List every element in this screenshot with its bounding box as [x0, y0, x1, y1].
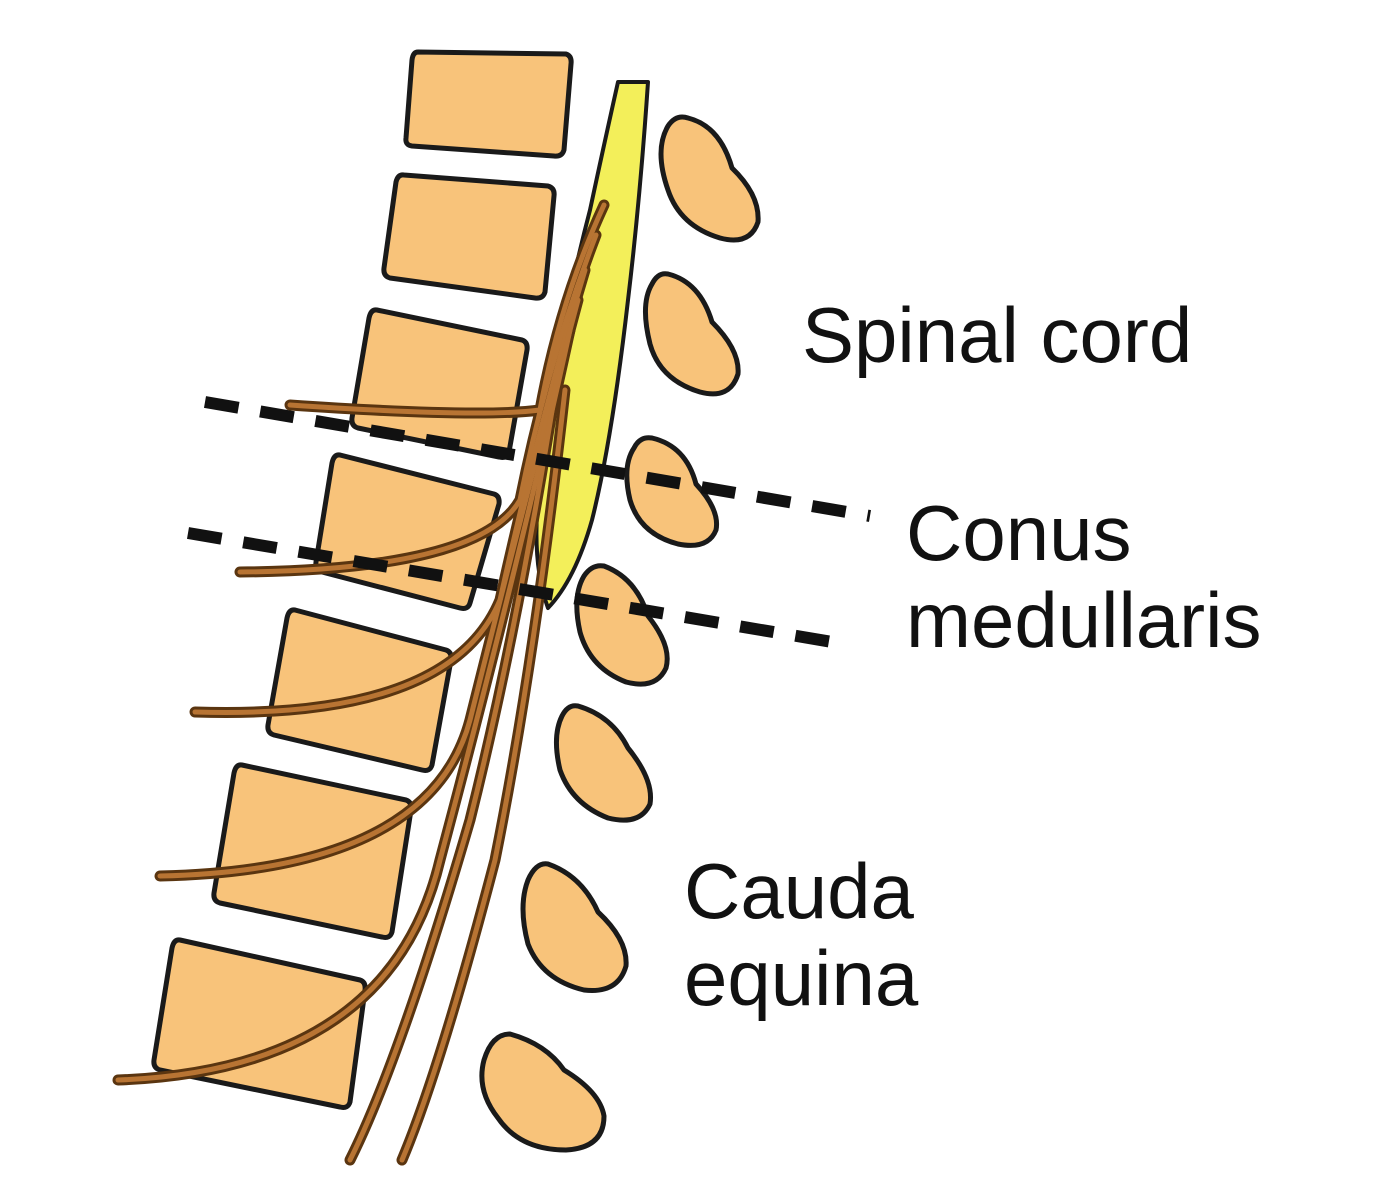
spinal-cord-label: Spinal cord	[802, 291, 1193, 379]
conus-medullaris-label: Conus medullaris	[906, 489, 1262, 665]
conus-label-line2: medullaris	[906, 576, 1262, 665]
vertebral-body-1	[403, 49, 574, 159]
upper-dashed-line	[203, 396, 872, 522]
nerve-roots	[112, 199, 610, 1166]
cauda-equina-label: Cauda equina	[684, 847, 919, 1023]
conus-marker-lines	[186, 396, 872, 651]
vertebral-body-2	[381, 172, 557, 301]
spinous-process-1	[658, 114, 761, 243]
cauda-label-line2: equina	[684, 934, 919, 1023]
spinal-cord	[534, 80, 650, 610]
spinous-process-7	[479, 1031, 607, 1153]
spinous-process-4	[574, 563, 670, 687]
spinous-process-2	[643, 271, 741, 397]
spinous-process-3	[624, 435, 720, 548]
spinal-cord-label-text: Spinal cord	[802, 291, 1193, 379]
spinous-processes	[479, 114, 761, 1153]
cauda-label-line1: Cauda	[684, 847, 914, 935]
spinous-process-5	[554, 703, 654, 823]
vertebral-body-5	[265, 607, 454, 773]
spinous-process-6	[520, 861, 629, 993]
conus-label-line1: Conus	[906, 489, 1132, 577]
